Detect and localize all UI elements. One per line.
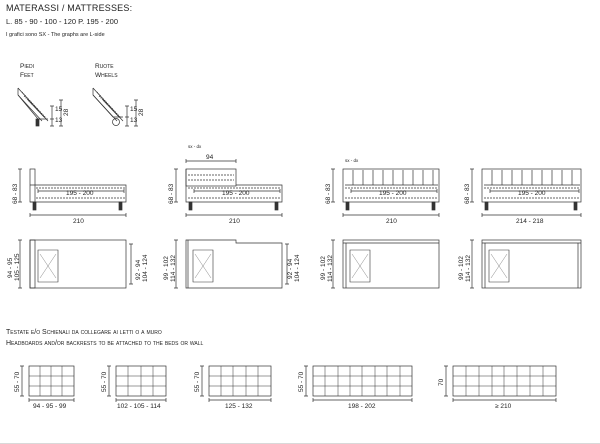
headboard-3-height: 55 - 70	[194, 371, 201, 392]
bed-1-length: 210	[73, 218, 84, 225]
legend-h28-wheels: 28	[138, 108, 145, 116]
bed-3-height: 68 - 83	[325, 183, 332, 204]
bed-3-plan-left-2: 114 - 132	[327, 255, 334, 282]
legend-h15: 15	[55, 106, 63, 113]
bed-4-mattress: 195 - 200	[518, 190, 546, 197]
bed-2-plan-left-1: 92 - 94	[287, 258, 294, 279]
mattress-sizes: L. 85 - 90 - 100 - 120 P. 195 - 200	[6, 17, 119, 26]
legend-h15-wheels: 15	[130, 106, 138, 113]
bed-2-top-width: 94	[206, 154, 214, 161]
legend-h13: 13	[55, 117, 63, 124]
graph-side-note: I grafici sono SX - The graphs are L-sid…	[6, 32, 105, 38]
headboard-5-height: 70	[438, 378, 445, 386]
bed-1-plan-left-1: 94 - 95	[7, 257, 14, 278]
bed-4-plan-view	[470, 239, 582, 289]
headboard-3-width: 125 - 132	[225, 403, 253, 410]
headboard-4	[304, 365, 413, 402]
bed-2-mattress: 195 - 200	[222, 190, 250, 197]
bed-4-side-view	[470, 168, 582, 217]
bed-2-tag: sx - dx	[188, 144, 202, 149]
bed-1-plan-right-1: 92 - 94	[135, 259, 142, 280]
bed-2-plan-right-1: 99 - 102	[163, 256, 170, 280]
bed-3-mattress: 195 - 200	[379, 190, 407, 197]
bed-1-plan-right-2: 104 - 124	[142, 254, 149, 282]
bed-4-plan-left-1: 99 - 102	[458, 256, 465, 280]
bed-2-plan-right-2: 114 - 132	[170, 255, 177, 282]
headboards-title-en: Headboards and/or backrests to be attach…	[6, 340, 204, 347]
headboard-1-width: 94 - 95 - 99	[33, 403, 67, 410]
bed-2-length: 210	[229, 218, 240, 225]
headboard-3	[200, 365, 272, 402]
bed-4-length: 214 - 218	[516, 218, 544, 225]
headboard-1	[20, 365, 75, 402]
headboard-4-height: 55 - 70	[298, 371, 305, 392]
bed-1-plan-view	[18, 239, 133, 289]
bed-3-side-view	[331, 168, 440, 217]
bed-3-plan-left-1: 99 - 102	[320, 256, 327, 280]
headboard-1-height: 55 - 70	[14, 371, 21, 392]
headboards-title-it: Testate e/o Schienali da collegare ai le…	[6, 329, 162, 336]
feet-label-it: Piedi	[20, 63, 35, 70]
bed-2-plan-view	[174, 239, 289, 289]
bed-4-height: 68 - 83	[464, 183, 471, 204]
feet-detail-icon	[17, 87, 63, 127]
bed-3-length: 210	[386, 218, 397, 225]
headboard-4-width: 198 - 202	[348, 403, 376, 410]
bed-2-height: 68 - 83	[168, 183, 175, 204]
legend-h13-wheels: 13	[130, 117, 138, 124]
bed-1-side-view	[18, 168, 127, 217]
wheels-detail-icon	[92, 87, 138, 127]
bed-3-plan-view	[331, 239, 440, 289]
bed-2-side-view	[174, 159, 283, 217]
bed-4-plan-left-2: 114 - 132	[465, 255, 472, 282]
headboard-5	[444, 365, 557, 402]
section-title: MATERASSI / MATTRESSES:	[6, 3, 133, 13]
headboard-5-width: ≥ 210	[495, 403, 512, 410]
bed-1-mattress: 195 - 200	[66, 190, 94, 197]
headboard-2-width: 102 - 105 - 114	[117, 403, 161, 410]
bed-2-plan-left-2: 104 - 124	[294, 254, 301, 282]
legend-h28: 28	[63, 108, 70, 116]
headboard-2-height: 55 - 70	[101, 371, 108, 392]
wheels-label-en: Wheels	[95, 72, 118, 79]
bed-1-height: 68 - 83	[12, 183, 19, 204]
headboard-2	[107, 365, 167, 402]
bed-1-plan-left-2: 105 - 125	[14, 253, 21, 281]
bed-3-tag: sx - dx	[345, 158, 359, 163]
wheels-label-it: Ruote	[95, 63, 114, 70]
feet-label-en: Feet	[20, 72, 34, 79]
